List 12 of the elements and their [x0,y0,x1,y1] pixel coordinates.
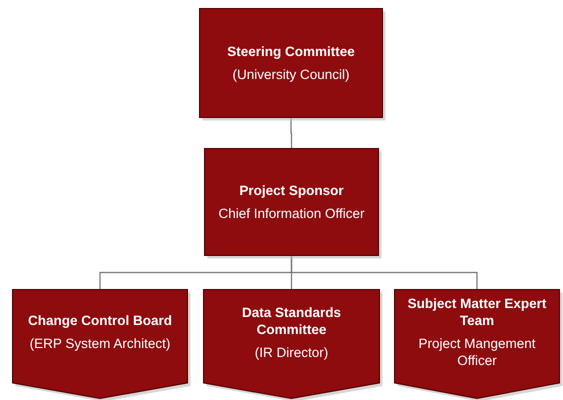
connector-line [290,256,478,289]
box-title: Change Control Board [27,312,173,329]
box-title: Project Sponsor [238,182,345,199]
connector-line [290,118,292,148]
box-title: Subject Matter Expert Team [406,295,548,329]
role-text: Project Mangement Officer [417,335,537,369]
role-text: (IR Director) [254,344,330,360]
box-title: Steering Committee [226,43,356,60]
role-text: Chief Information Officer [217,205,366,222]
role-text: (ERP System Architect) [28,335,172,352]
box-title: Data Standards Committee [240,304,342,338]
role-text: (University Council) [231,66,351,83]
